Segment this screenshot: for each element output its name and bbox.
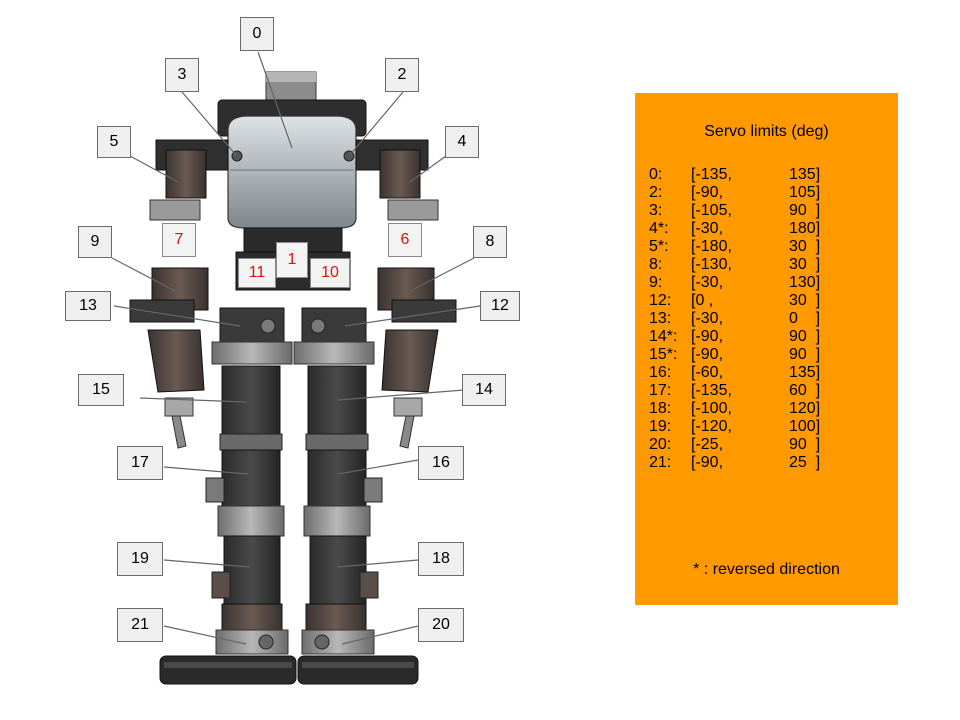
limit-id: 2: — [649, 184, 662, 202]
limit-id: 5*: — [649, 238, 669, 256]
limit-id: 19: — [649, 418, 671, 436]
limit-id: 20: — [649, 436, 671, 454]
servo-label-20: 20 — [418, 608, 464, 642]
limit-min: [-120, — [691, 418, 732, 436]
servo-label-13: 13 — [65, 291, 111, 321]
limit-min: [-30, — [691, 274, 723, 292]
limit-max: 135] — [789, 166, 820, 184]
limit-max: 90 ] — [789, 202, 820, 220]
servo-label-0: 0 — [240, 17, 274, 51]
limit-min: [-90, — [691, 346, 723, 364]
limit-id: 0: — [649, 166, 662, 184]
limit-max: 25 ] — [789, 454, 820, 472]
servo-label-5: 5 — [97, 126, 131, 158]
limit-max: 130] — [789, 274, 820, 292]
limit-max: 0 ] — [789, 310, 820, 328]
servo-label-4: 4 — [445, 126, 479, 158]
limit-min: [-135, — [691, 382, 732, 400]
limit-id: 8: — [649, 256, 662, 274]
servo-label-1: 1 — [276, 242, 308, 278]
servo-label-11: 11 — [238, 258, 276, 288]
servo-label-21: 21 — [117, 608, 163, 642]
limit-min: [-90, — [691, 184, 723, 202]
servo-label-9: 9 — [78, 226, 112, 258]
servo-label-7: 7 — [162, 223, 196, 257]
limit-max: 120] — [789, 400, 820, 418]
servo-limits-title: Servo limits (deg) — [635, 123, 898, 141]
limit-min: [-135, — [691, 166, 732, 184]
limit-id: 15*: — [649, 346, 677, 364]
limit-max: 30 ] — [789, 238, 820, 256]
servo-label-10: 10 — [310, 258, 350, 288]
robot-arms — [130, 268, 456, 448]
robot-head — [218, 72, 366, 252]
limit-max: 90 ] — [789, 346, 820, 364]
servo-label-6: 6 — [388, 223, 422, 257]
limit-min: [-130, — [691, 256, 732, 274]
limit-min: [0 , — [691, 292, 713, 310]
limit-min: [-90, — [691, 454, 723, 472]
limit-id: 12: — [649, 292, 671, 310]
servo-label-2: 2 — [385, 58, 419, 92]
robot-shins — [212, 506, 378, 604]
limit-max: 30 ] — [789, 256, 820, 274]
servo-label-15: 15 — [78, 374, 124, 406]
robot-feet — [160, 604, 418, 684]
servo-label-12: 12 — [480, 291, 520, 321]
limit-id: 17: — [649, 382, 671, 400]
limit-id: 16: — [649, 364, 671, 382]
limit-id: 9: — [649, 274, 662, 292]
robot-thighs — [206, 366, 382, 506]
limit-min: [-60, — [691, 364, 723, 382]
limit-max: 100] — [789, 418, 820, 436]
limit-min: [-100, — [691, 400, 732, 418]
limit-min: [-30, — [691, 310, 723, 328]
limit-id: 14*: — [649, 328, 677, 346]
limit-max: 30 ] — [789, 292, 820, 310]
servo-label-17: 17 — [117, 446, 163, 480]
servo-limits-panel: Servo limits (deg) 0: [-135, 135] 2: [-90, 1… — [635, 93, 898, 605]
servo-label-18: 18 — [418, 542, 464, 576]
limit-min: [-90, — [691, 328, 723, 346]
servo-label-19: 19 — [117, 542, 163, 576]
servo-label-8: 8 — [473, 226, 507, 258]
limit-min: [-105, — [691, 202, 732, 220]
limit-max: 180] — [789, 220, 820, 238]
servo-label-14: 14 — [462, 374, 506, 406]
limit-id: 21: — [649, 454, 671, 472]
limit-min: [-25, — [691, 436, 723, 454]
limit-id: 13: — [649, 310, 671, 328]
reversed-direction-note: * : reversed direction — [635, 561, 898, 579]
limit-min: [-30, — [691, 220, 723, 238]
servo-label-3: 3 — [165, 58, 199, 92]
servo-label-16: 16 — [418, 446, 464, 480]
limit-max: 135] — [789, 364, 820, 382]
limit-max: 60 ] — [789, 382, 820, 400]
limit-id: 3: — [649, 202, 662, 220]
limit-min: [-180, — [691, 238, 732, 256]
limit-max: 90 ] — [789, 328, 820, 346]
limit-id: 18: — [649, 400, 671, 418]
limit-max: 105] — [789, 184, 820, 202]
limit-id: 4*: — [649, 220, 669, 238]
limit-max: 90 ] — [789, 436, 820, 454]
